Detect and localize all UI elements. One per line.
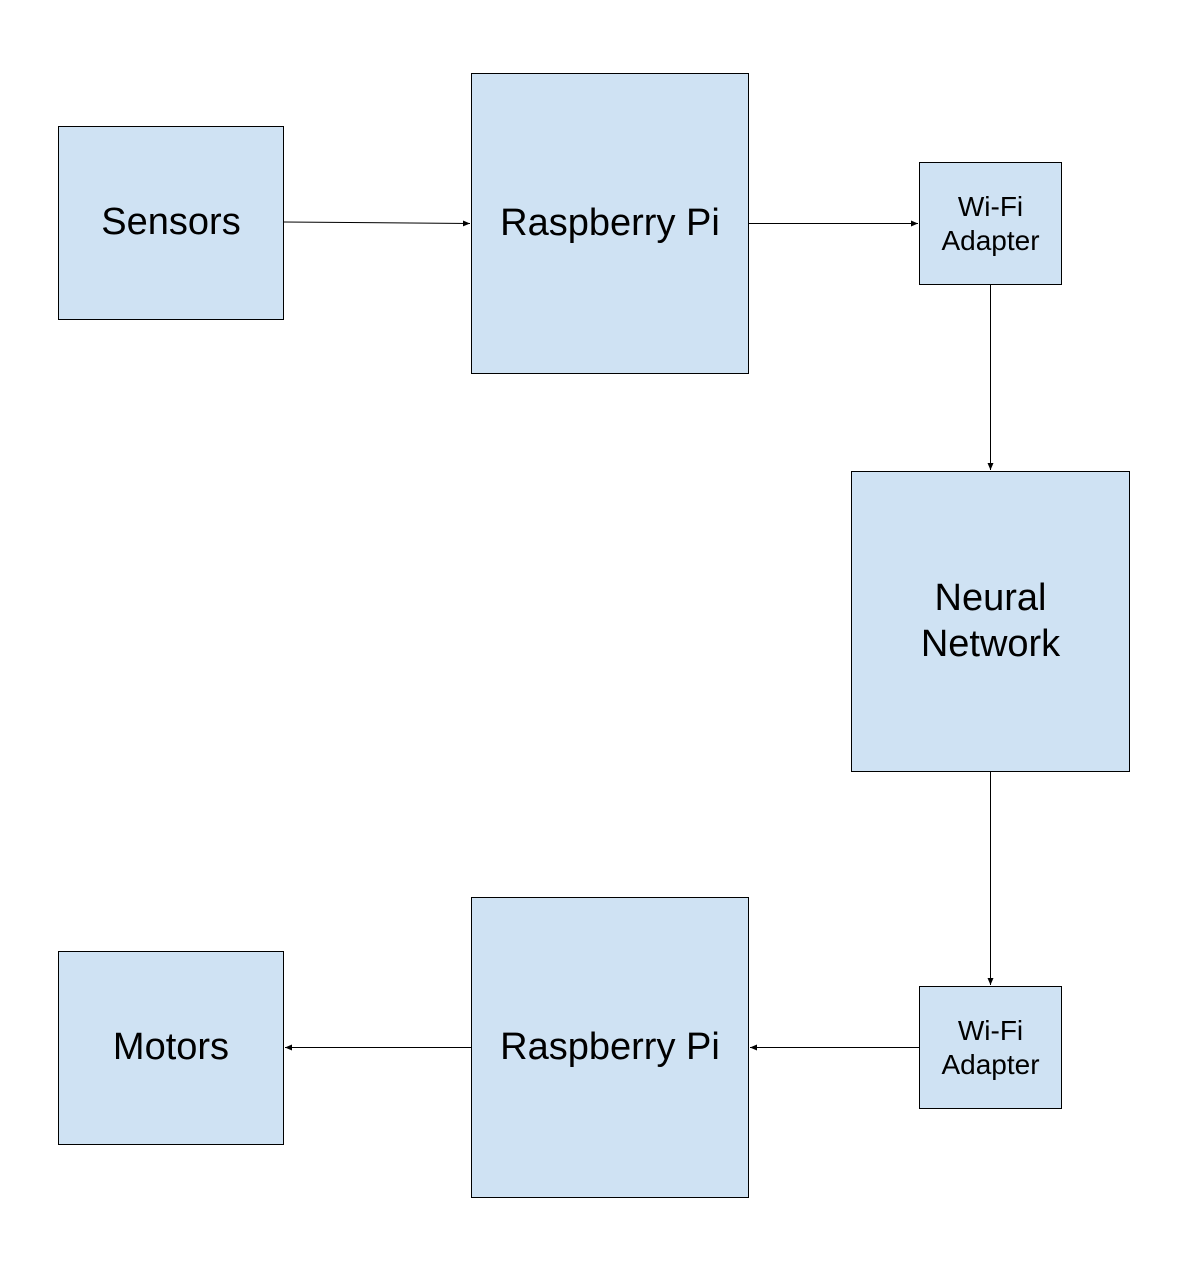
motors-block: Motors (58, 951, 284, 1145)
sensors-block: Sensors (58, 126, 284, 320)
arrow-sensors-to-pi (283, 220, 471, 227)
raspberry-pi-bottom-label: Raspberry Pi (500, 1025, 720, 1068)
motors-label: Motors (112, 1026, 230, 1069)
neural-network-block: Neural Network (851, 471, 1130, 772)
raspberry-pi-top-label: Raspberry Pi (500, 201, 720, 244)
wifi-adapter-bottom-label: Wi-Fi Adapter (941, 1014, 1040, 1080)
raspberry-pi-bottom-block: Raspberry Pi (471, 897, 749, 1198)
wifi-adapter-top-block: Wi-Fi Adapter (919, 162, 1062, 285)
raspberry-pi-top-block: Raspberry Pi (471, 73, 749, 374)
wifi-adapter-top-label: Wi-Fi Adapter (941, 190, 1040, 256)
sensors-label: Sensors (101, 201, 241, 244)
neural-network-label: Neural Network (920, 576, 1061, 665)
wifi-adapter-bottom-block: Wi-Fi Adapter (919, 986, 1062, 1109)
